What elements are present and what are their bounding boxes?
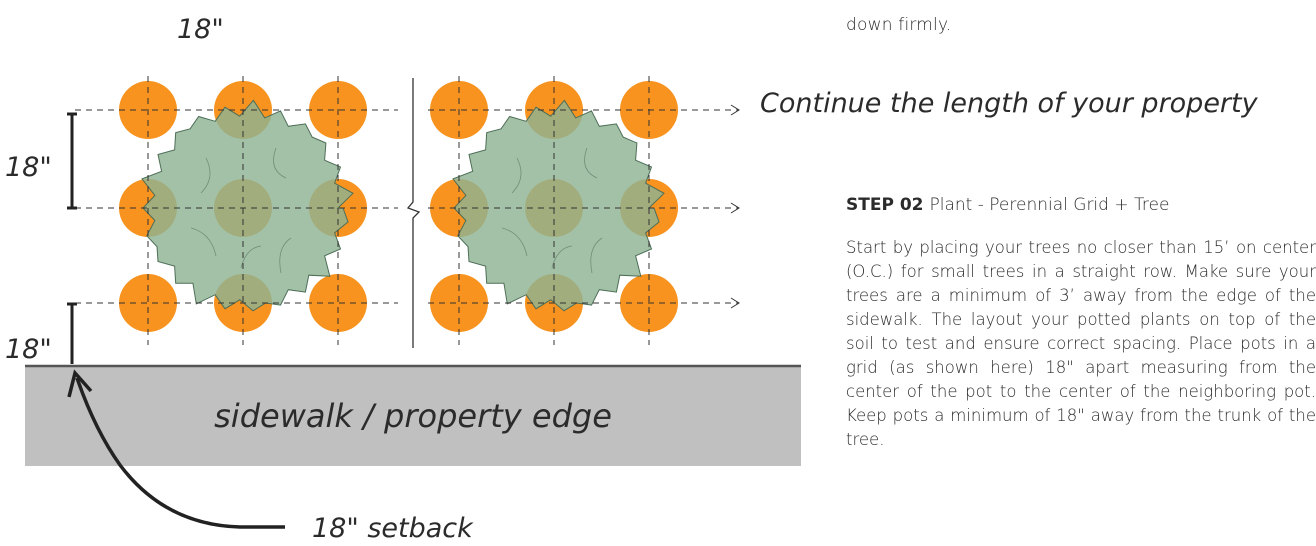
canopy-texture bbox=[501, 147, 603, 274]
continue-arrowhead bbox=[730, 104, 740, 116]
setback-dimension bbox=[67, 302, 77, 364]
pot-circle bbox=[430, 274, 488, 332]
pot-circle bbox=[119, 274, 177, 332]
row-spacing-dimension bbox=[67, 112, 77, 210]
previous-step-tail: down firmly. bbox=[846, 15, 952, 35]
tree-canopy bbox=[452, 99, 665, 312]
setback-label: 18" setback bbox=[312, 513, 474, 544]
block-break-line bbox=[406, 78, 421, 348]
tree-canopy bbox=[141, 99, 354, 312]
grid-lines bbox=[75, 76, 740, 345]
step-title: Plant - Perennial Grid + Tree bbox=[929, 195, 1170, 215]
top-spacing-label: 18" bbox=[177, 14, 224, 45]
setback-spacing-label: 18" bbox=[5, 334, 52, 365]
pot-circle bbox=[309, 274, 367, 332]
canopy-texture bbox=[190, 147, 292, 274]
sidewalk-label: sidewalk / property edge bbox=[214, 397, 612, 435]
continue-arrowhead bbox=[730, 202, 740, 214]
continue-arrowhead bbox=[730, 297, 740, 309]
continue-label: Continue the length of your property bbox=[760, 88, 1259, 119]
step-instructions: Start by placing your trees no closer th… bbox=[846, 238, 1316, 449]
step-number: STEP 02 bbox=[846, 195, 924, 215]
sidewalk-band bbox=[25, 366, 801, 466]
setback-arrow bbox=[75, 377, 285, 529]
setback-arrowhead bbox=[67, 369, 93, 398]
tree-canopy-layer bbox=[141, 99, 665, 312]
row-spacing-label: 18" bbox=[5, 152, 52, 183]
